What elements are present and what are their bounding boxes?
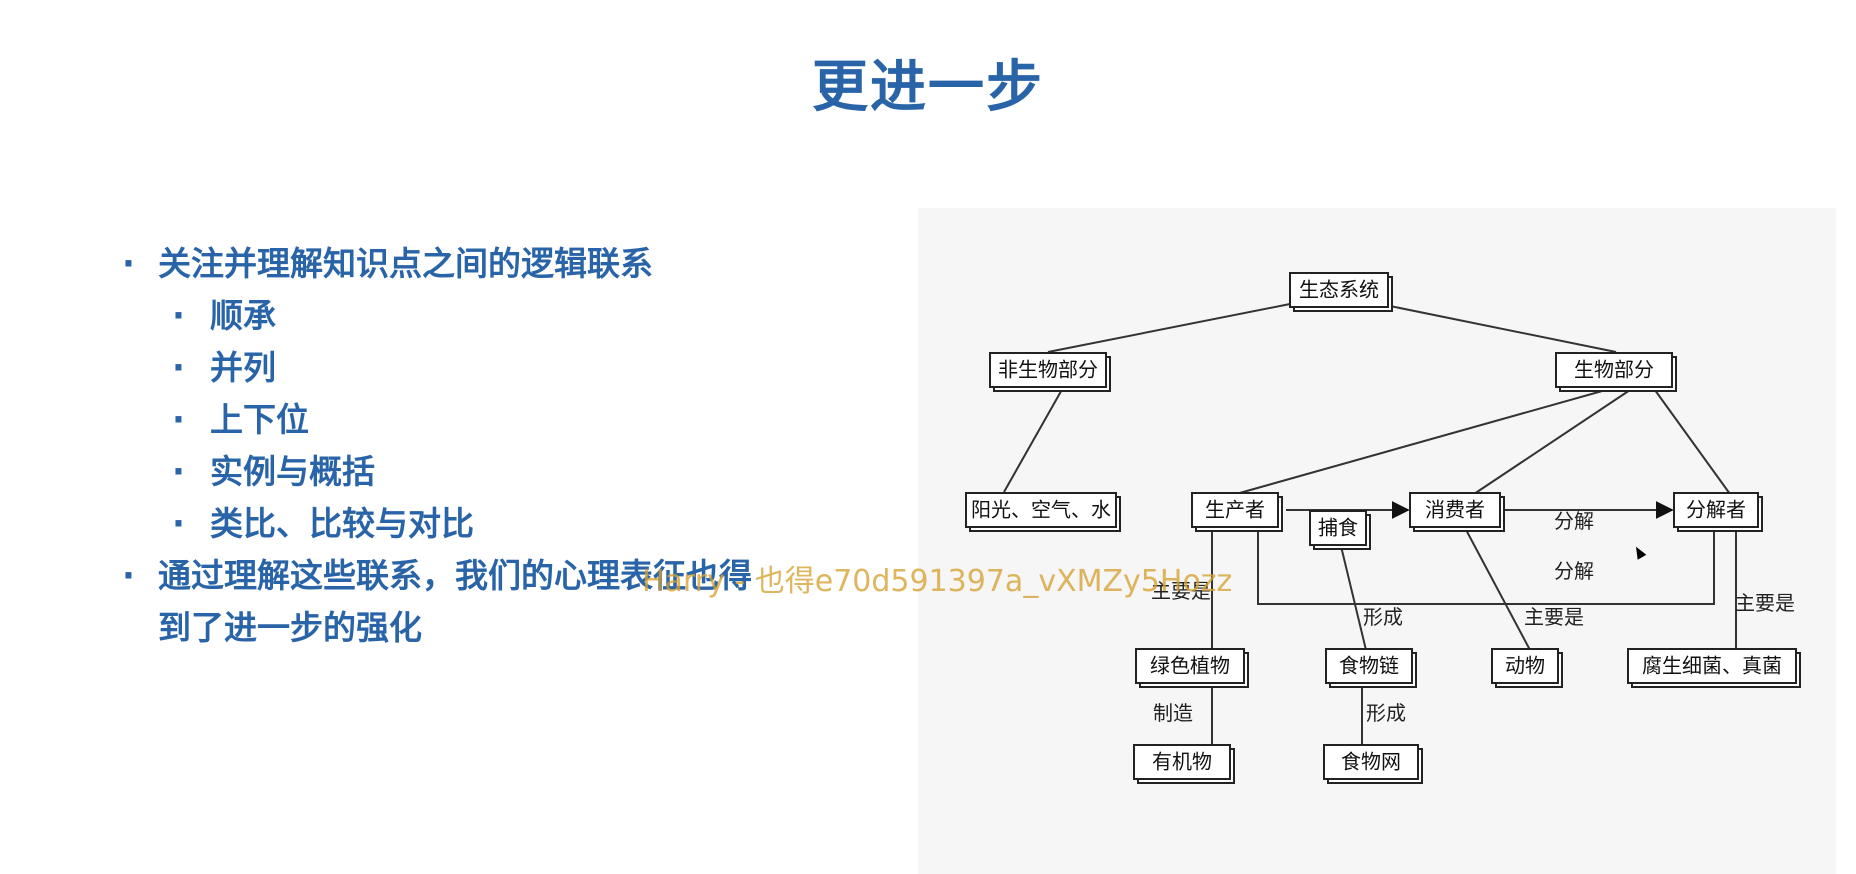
edge-label-predation-forms: 形成 — [1363, 605, 1403, 629]
node-producer-label: 生产者 — [1205, 498, 1265, 522]
node-predation-label: 捕食 — [1318, 516, 1358, 540]
edge-label-consumer-mainly: 主要是 — [1524, 605, 1584, 629]
bullet-item-1: 关注并理解知识点之间的逻辑联系 — [122, 238, 842, 290]
edge-producer-decomposer — [1257, 528, 1715, 605]
node-decomposer: 分解者 — [1673, 492, 1763, 532]
node-ecosystem-label: 生态系统 — [1299, 278, 1379, 302]
edge-label-chain-forms: 形成 — [1366, 701, 1406, 725]
node-producer: 生产者 — [1191, 492, 1283, 532]
edge-predation-food-chain — [1339, 541, 1367, 651]
node-decomposer-label: 分解者 — [1686, 498, 1746, 522]
slide-title: 更进一步 — [812, 55, 1044, 120]
node-animal: 动物 — [1491, 648, 1563, 688]
diagram-edges — [1003, 303, 1737, 744]
edge-label-plant-makes: 制造 — [1153, 701, 1193, 725]
sub-bullet-2: 并列 — [122, 342, 842, 394]
bullet-list: 关注并理解知识点之间的逻辑联系 顺承 并列 上下位 实例与概括 类比、比较与对比… — [122, 238, 842, 654]
node-animal-label: 动物 — [1505, 654, 1545, 678]
edge-label-decomposer-mainly: 主要是 — [1735, 591, 1795, 615]
node-ecosystem: 生态系统 — [1289, 272, 1393, 312]
node-bacteria-fungi-label: 腐生细菌、真菌 — [1642, 654, 1782, 678]
edge-label-producer-decomposer: 分解 — [1554, 559, 1594, 583]
edge-consumer-animal — [1463, 525, 1531, 651]
node-bacteria-fungi: 腐生细菌、真菌 — [1627, 648, 1801, 688]
bullet-item-2-line-1: 通过理解这些联系，我们的心理表征也得 — [158, 556, 752, 595]
node-organic-matter: 有机物 — [1133, 744, 1235, 784]
bullet-item-2-line-2: 到了进一步的强化 — [158, 608, 422, 647]
node-abiotic: 非生物部分 — [989, 352, 1111, 392]
edge-label-consumer-decomposer: 分解 — [1554, 509, 1594, 533]
node-food-web-label: 食物网 — [1341, 750, 1401, 774]
node-consumer: 消费者 — [1409, 492, 1505, 532]
node-biotic-label: 生物部分 — [1574, 358, 1654, 382]
diagram-edge-labels: 分解 分解 主要是 形成 主要是 主要是 制造 形成 — [1151, 509, 1795, 725]
node-consumer-label: 消费者 — [1425, 498, 1485, 522]
edge-abiotic-items — [1003, 385, 1065, 493]
node-abiotic-items: 阳光、空气、水 — [965, 492, 1121, 532]
node-food-chain-label: 食物链 — [1339, 654, 1399, 678]
node-abiotic-label: 非生物部分 — [998, 358, 1098, 382]
bullet-item-2: 通过理解这些联系，我们的心理表征也得 到了进一步的强化 — [122, 550, 842, 654]
edge-ecosystem-biotic — [1379, 303, 1617, 353]
node-green-plant: 绿色植物 — [1135, 648, 1249, 688]
sub-bullet-5: 类比、比较与对比 — [122, 498, 842, 550]
node-food-web: 食物网 — [1323, 744, 1423, 784]
edge-ecosystem-abiotic — [1047, 303, 1291, 353]
edge-biotic-decomposer — [1651, 385, 1731, 495]
node-abiotic-items-label: 阳光、空气、水 — [971, 498, 1111, 522]
node-food-chain: 食物链 — [1325, 648, 1417, 688]
sub-bullet-3: 上下位 — [122, 394, 842, 446]
sub-bullet-4: 实例与概括 — [122, 446, 842, 498]
edge-label-producer-mainly: 主要是 — [1151, 579, 1211, 603]
node-green-plant-label: 绿色植物 — [1150, 654, 1230, 678]
edge-biotic-consumer — [1473, 385, 1637, 495]
node-predation: 捕食 — [1309, 510, 1371, 550]
node-biotic: 生物部分 — [1555, 352, 1677, 392]
sub-bullet-1: 顺承 — [122, 290, 842, 342]
edge-biotic-producer — [1235, 385, 1621, 495]
node-organic-matter-label: 有机物 — [1152, 750, 1212, 774]
